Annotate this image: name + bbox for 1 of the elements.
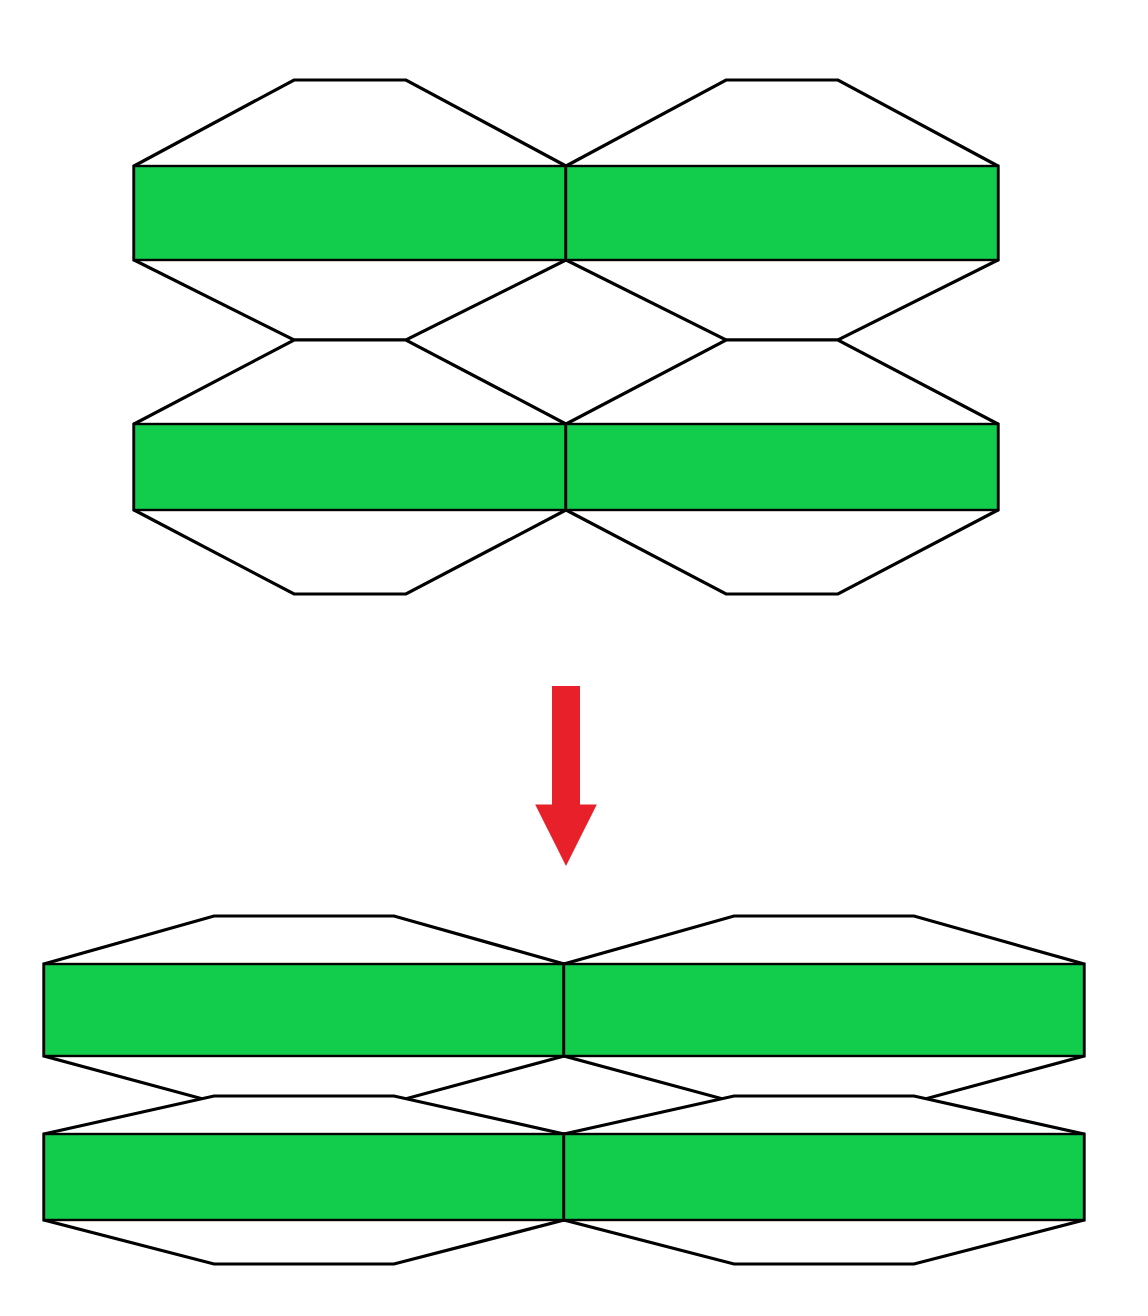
arrow bbox=[535, 686, 597, 866]
